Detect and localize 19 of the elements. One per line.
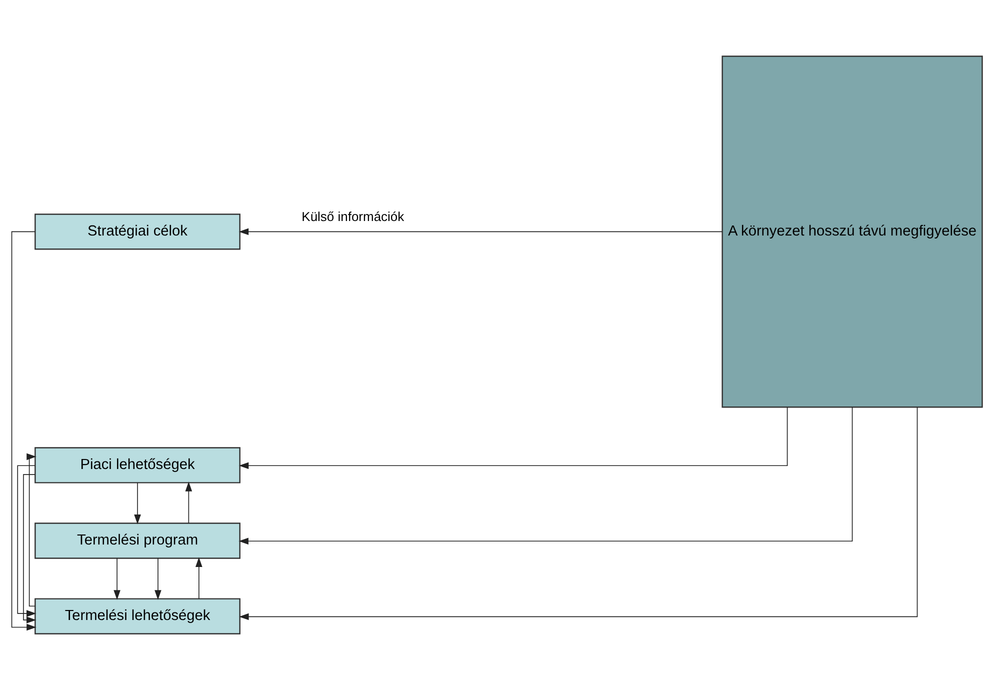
arrow	[239, 406, 918, 620]
arrow	[185, 481, 192, 524]
arrow	[17, 464, 36, 616]
arrow	[238, 406, 853, 544]
node-box: Piaci lehetőségek	[34, 446, 240, 483]
arrow	[238, 228, 723, 235]
node-box: Termelési lehetőségek	[34, 598, 240, 634]
arrow	[196, 556, 202, 599]
arrow	[154, 557, 162, 600]
arrow	[26, 452, 36, 606]
arrow	[11, 230, 36, 630]
node-box: Termelési program	[34, 522, 240, 558]
arrow	[238, 406, 788, 469]
node-box: Stratégiai célok	[34, 213, 240, 250]
arrow	[23, 474, 36, 623]
node-box: A környezet hosszú távú megfigyelése	[722, 55, 983, 408]
arrow	[134, 482, 141, 524]
edge-label: Külső információk	[302, 208, 404, 224]
arrow	[114, 557, 120, 600]
